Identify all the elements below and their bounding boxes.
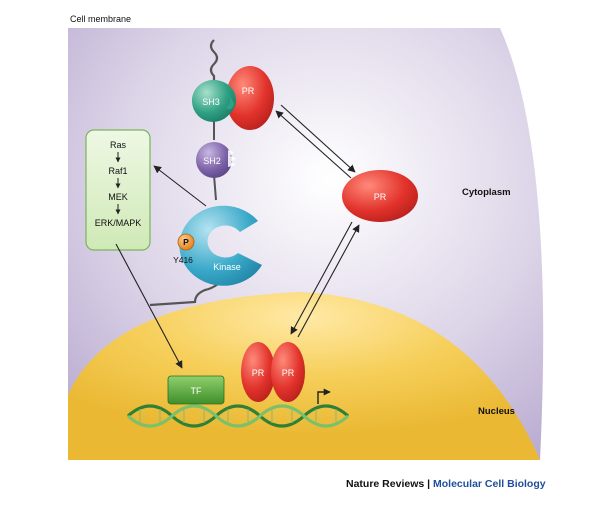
nucleus-label: Nucleus	[478, 406, 515, 417]
membrane-tether	[209, 39, 219, 88]
cell-membrane-label: Cell membrane	[70, 14, 131, 24]
kinase-to-ras-arrow	[153, 165, 207, 207]
pr-bound-sh3	[226, 66, 274, 130]
tf-box	[167, 375, 225, 405]
sh2-label: SH2	[203, 156, 221, 166]
pr-cytoplasmic	[342, 170, 418, 222]
cytoplasm-label: Cytoplasm	[462, 187, 511, 198]
pr-dimer-right	[271, 342, 305, 402]
transcription-start-arrow	[317, 388, 331, 404]
kinase-domain	[179, 205, 262, 286]
pr-export-arrow	[297, 224, 360, 338]
kinase-label: Kinase	[213, 262, 241, 272]
pathway-step-erk-mapk: ERK/MAPK	[95, 218, 142, 228]
sh2-domain	[196, 142, 232, 178]
pathway-step-raf1: Raf1	[108, 166, 127, 176]
sh3-notch	[226, 92, 234, 110]
erk-to-tf-arrow	[115, 243, 183, 369]
dna-base-pairs	[139, 409, 337, 423]
pr-release-arrow	[280, 104, 356, 173]
pr-dimer-right-label: PR	[282, 368, 295, 378]
dna-strand-2	[126, 404, 350, 428]
pathway-box	[85, 129, 151, 251]
pr-bound-label: PR	[242, 86, 255, 96]
pathway-step-ras: Ras	[110, 140, 127, 150]
sh2-pocket	[228, 150, 236, 167]
sh3-label: SH3	[202, 97, 220, 107]
pathway-step-mek: MEK	[108, 192, 128, 202]
pr-cytoplasmic-label: PR	[374, 192, 387, 202]
sh3-domain-body	[192, 80, 234, 122]
caption-publisher: Nature Reviews	[346, 478, 425, 490]
pr-binding-arrow	[275, 110, 352, 179]
dna-strand-1	[126, 404, 350, 428]
sh2-kinase-linker	[213, 174, 217, 201]
y416-label: Y416	[173, 255, 193, 265]
figure-caption: Nature Reviews | Molecular Cell Biology	[346, 478, 546, 490]
pr-dimer-left-label: PR	[252, 368, 265, 378]
pr-dimer-left	[241, 342, 275, 402]
pr-import-arrow	[290, 221, 353, 335]
phosphate-label: P	[183, 237, 189, 247]
phosphate-group	[177, 233, 195, 251]
tf-label: TF	[191, 386, 202, 396]
caption-separator: |	[427, 478, 431, 490]
caption-journal: Molecular Cell Biology	[433, 478, 546, 490]
